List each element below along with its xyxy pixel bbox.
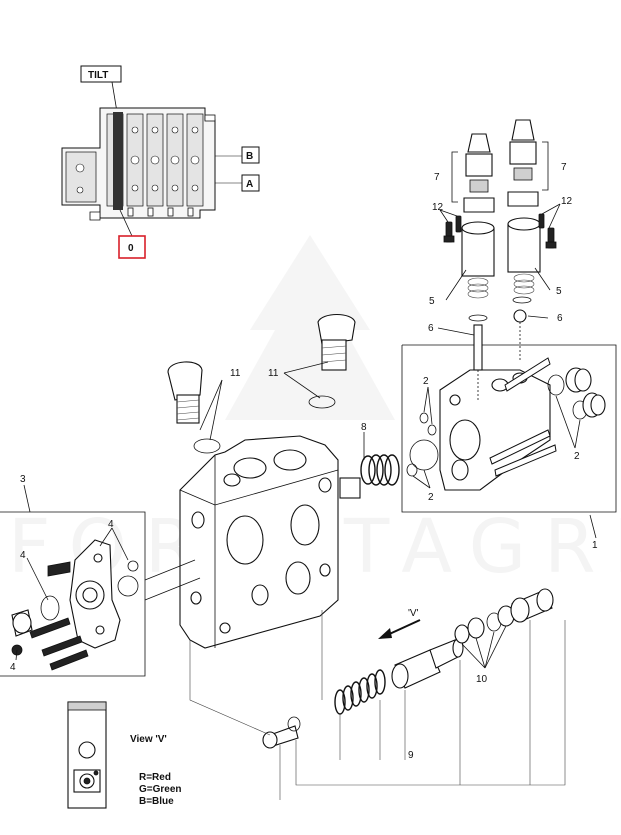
tilt-label: TILT [88,70,108,81]
callout-11-left: 11 [230,368,241,379]
spool-spring-9 [262,638,464,749]
port-b-box [241,146,260,164]
view-v-arrow-label: 'V' [408,608,419,619]
callout-3: 3 [20,474,26,485]
section-3-frame [0,484,146,677]
legend-red: R=Red [139,772,171,783]
relief-plug-right [308,313,356,409]
callout-11-right: 11 [268,368,279,379]
callout-12-left: 12 [432,202,444,213]
legend-blue: B=Blue [139,796,174,807]
callout-5-left: 5 [429,296,435,307]
solenoid-right [507,119,541,323]
view-v-arrow [378,619,421,639]
port-a-label: A [246,179,253,190]
view-v-detail [67,701,107,809]
solenoid-left [461,133,495,371]
callout-4-top: 4 [108,519,114,530]
tilt-label-box [80,65,122,83]
overview-valve-block: TILT B A 0 [61,65,260,259]
callout-7-right: 7 [561,162,567,173]
legend-green: G=Green [139,784,182,795]
spool-seals-10 [454,588,554,644]
relief-plug-left [167,361,221,454]
screws-12 [443,213,557,249]
callout-5-right: 5 [556,286,562,297]
callout-2-right: 2 [574,451,580,462]
callout-2-top: 2 [423,376,429,387]
callout-2-bottom: 2 [428,492,434,503]
callout-7-left: 7 [434,172,440,183]
callout-9: 9 [408,750,414,761]
spring-8 [339,432,400,499]
view-v-title: View 'V' [130,734,167,745]
valve-body [179,435,339,649]
section-callout-label: 0 [128,243,134,254]
callout-4-bottom: 4 [10,662,16,673]
end-cover [69,539,139,649]
section-1-body [439,357,557,491]
callout-4-mid: 4 [20,550,26,561]
callout-8: 8 [361,422,367,433]
tilt-section-highlight [113,112,123,210]
callout-1: 1 [592,540,598,551]
section-callout-box [118,235,146,259]
callout-6-left: 6 [428,323,434,334]
port-b-label: B [246,151,253,162]
callout-10: 10 [476,674,488,685]
callout-6-right: 6 [557,313,563,324]
callout-12-right: 12 [561,196,573,207]
section-1-frame [401,344,617,513]
section-1-plugs [406,367,606,477]
